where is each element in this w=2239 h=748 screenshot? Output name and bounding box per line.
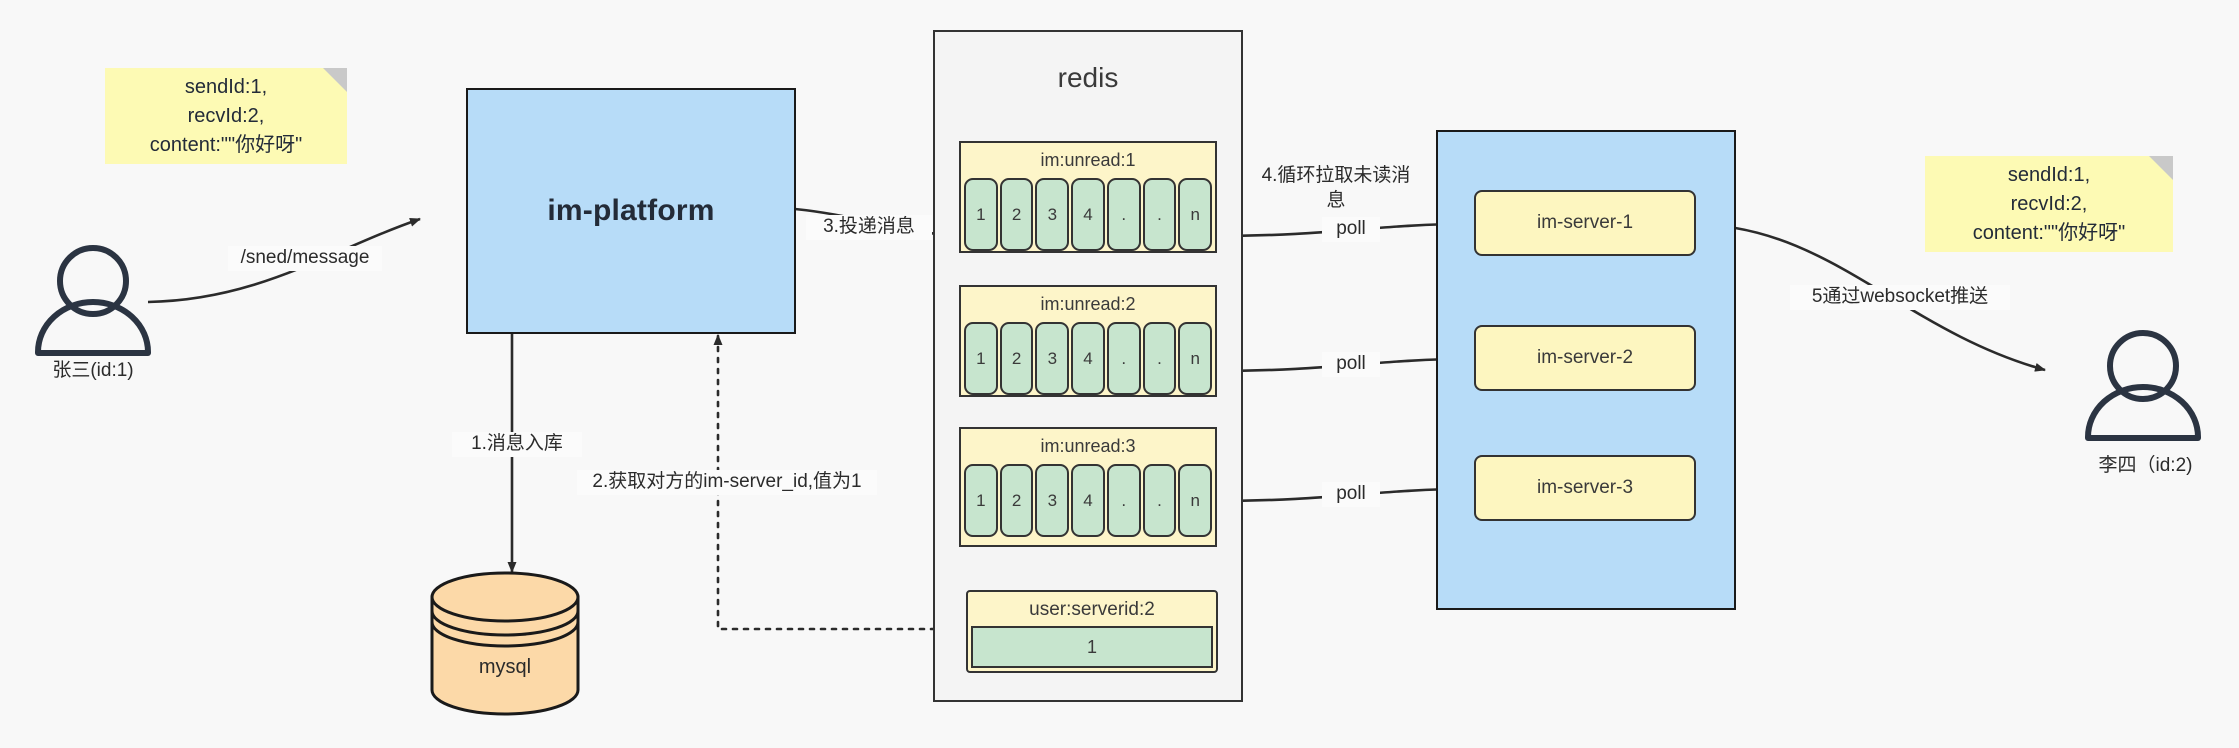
- queue-cell: 3: [1035, 464, 1070, 537]
- edge-label-step2: 2.获取对方的im-server_id,值为1: [577, 470, 877, 495]
- edge-label-step5: 5通过websocket推送: [1790, 285, 2010, 310]
- user-icon-sender: [35, 245, 151, 356]
- queue-cell: .: [1142, 178, 1177, 251]
- edge-label-step1: 1.消息入库: [452, 432, 582, 457]
- queue-im-unread-3[interactable]: im:unread:3 1 2 3 4 . . n: [959, 427, 1217, 547]
- im-server-3-box[interactable]: im-server-3: [1474, 455, 1696, 521]
- queue-cell: .: [1142, 464, 1177, 537]
- user-icon-receiver: [2085, 330, 2201, 441]
- queue-cell: .: [1106, 178, 1141, 251]
- queue-cells: 1 2 3 4 . . n: [964, 464, 1213, 537]
- im-server-3-label: im-server-3: [1536, 477, 1634, 498]
- queue-cells: 1 2 3 4 . . n: [964, 178, 1213, 251]
- wire-sender-to-platform: [147, 217, 421, 304]
- queue-cell: n: [1178, 464, 1213, 537]
- queue-title: im:unread:2: [1040, 294, 1136, 314]
- queue-cell: 2: [999, 322, 1034, 395]
- queue-cell: 1: [964, 464, 998, 537]
- edge-label-poll-3: poll: [1322, 482, 1380, 507]
- queue-cell: .: [1106, 322, 1141, 395]
- kv-title: user:serverid:2: [1029, 599, 1155, 620]
- redis-label: redis: [1057, 62, 1119, 93]
- note-fold-icon: [2149, 156, 2173, 180]
- queue-cell: .: [1142, 322, 1177, 395]
- edge-label-step4: 4.循环拉取未读消 息: [1261, 165, 1411, 211]
- queue-cell: .: [1106, 464, 1141, 537]
- note-right: sendId:1, recvId:2, content:""你好呀": [1925, 156, 2173, 252]
- im-server-2-label: im-server-2: [1536, 347, 1634, 368]
- note-left-text: sendId:1, recvId:2, content:""你好呀": [149, 75, 303, 156]
- queue-cell: 4: [1071, 322, 1105, 395]
- queue-cell: 4: [1071, 178, 1105, 251]
- edge-label-step3: 3.投递消息: [806, 215, 932, 240]
- note-left: sendId:1, recvId:2, content:""你好呀": [105, 68, 347, 164]
- mysql-cylinder: [430, 571, 580, 716]
- mysql-label: mysql: [478, 656, 532, 678]
- im-platform-box[interactable]: im-platform: [466, 88, 796, 334]
- wire-server1-to-receiver: [1689, 222, 2046, 372]
- im-platform-label: im-platform: [547, 194, 715, 227]
- queue-cell: 1: [964, 322, 998, 395]
- edge-label-send-message: /sned/message: [228, 246, 382, 271]
- sender-label: 张三(id:1): [52, 360, 134, 381]
- note-fold-icon: [323, 68, 347, 92]
- receiver-label: 李四（id:2): [2098, 455, 2193, 476]
- queue-cell: 3: [1035, 322, 1070, 395]
- note-right-text: sendId:1, recvId:2, content:""你好呀": [1972, 163, 2126, 244]
- edge-label-poll-2: poll: [1322, 352, 1380, 377]
- im-server-1-box[interactable]: im-server-1: [1474, 190, 1696, 256]
- edge-label-poll-1: poll: [1322, 217, 1380, 242]
- queue-cell: 2: [999, 178, 1034, 251]
- queue-title: im:unread:1: [1040, 150, 1136, 170]
- queue-cell: 2: [999, 464, 1034, 537]
- queue-cell: n: [1178, 322, 1213, 395]
- queue-title: im:unread:3: [1040, 436, 1136, 456]
- queue-cells: 1 2 3 4 . . n: [964, 322, 1213, 395]
- queue-cell: 3: [1035, 178, 1070, 251]
- queue-cell: 4: [1071, 464, 1105, 537]
- im-server-2-box[interactable]: im-server-2: [1474, 325, 1696, 391]
- queue-cell: 1: [964, 178, 998, 251]
- queue-im-unread-1[interactable]: im:unread:1 1 2 3 4 . . n: [959, 141, 1217, 253]
- kv-value: 1: [971, 626, 1213, 668]
- queue-im-unread-2[interactable]: im:unread:2 1 2 3 4 . . n: [959, 285, 1217, 397]
- queue-cell: n: [1178, 178, 1213, 251]
- kv-user-serverid[interactable]: user:serverid:2 1: [966, 590, 1218, 673]
- im-server-1-label: im-server-1: [1536, 212, 1634, 233]
